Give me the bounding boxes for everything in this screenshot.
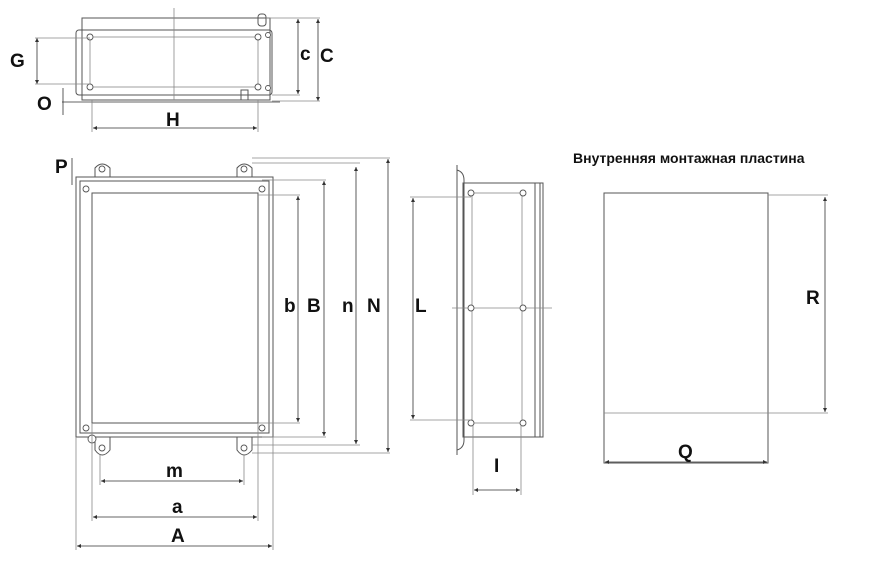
label-a: a xyxy=(172,497,183,518)
label-O: O xyxy=(37,94,52,115)
label-I: I xyxy=(494,456,499,477)
label-B: B xyxy=(307,296,321,317)
label-L: L xyxy=(415,296,427,317)
top-view: G O H c C xyxy=(10,8,334,132)
label-c: c xyxy=(300,44,311,65)
label-m: m xyxy=(166,461,183,482)
label-b: b xyxy=(284,296,296,317)
label-G: G xyxy=(10,51,25,72)
label-A: A xyxy=(171,526,185,547)
label-Q: Q xyxy=(678,442,693,463)
label-n: n xyxy=(342,296,354,317)
side-view: L I xyxy=(410,165,552,495)
front-view: P b B n N m a A xyxy=(55,157,390,550)
label-H: H xyxy=(166,110,180,131)
label-R: R xyxy=(806,288,820,309)
mounting-plate-view: Внутренняя монтажная пластина R Q xyxy=(573,150,828,464)
mounting-plate-title: Внутренняя монтажная пластина xyxy=(573,150,805,166)
label-C: C xyxy=(320,46,334,67)
label-N: N xyxy=(367,296,381,317)
label-P: P xyxy=(55,157,68,178)
